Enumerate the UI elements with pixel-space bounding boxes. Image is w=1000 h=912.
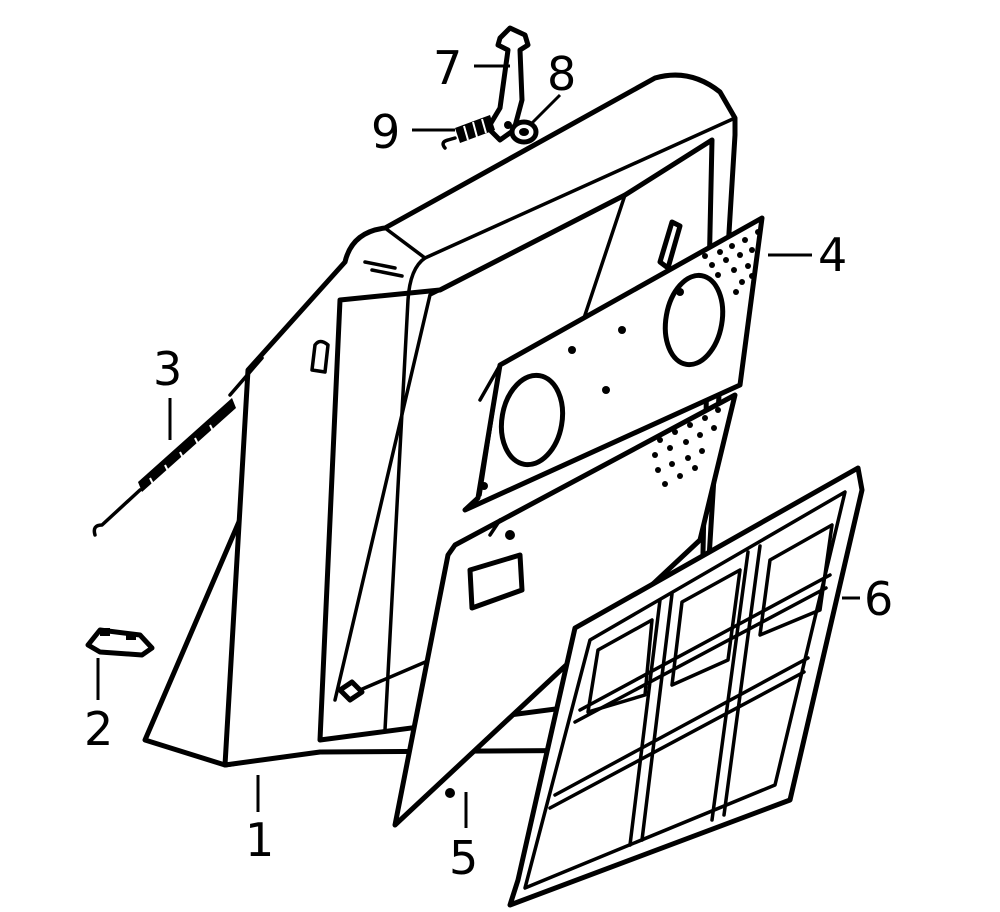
part-2-clip [85,627,155,658]
callout-6: 6 [864,572,893,626]
callout-labels: 1 2 3 4 5 6 7 8 9 [84,41,893,885]
callout-8: 8 [547,47,576,101]
callout-1: 1 [245,813,274,867]
leader-lines [96,64,860,828]
part-3-spring-rod [92,356,264,537]
callout-9: 9 [371,105,400,159]
part-9-spring [441,115,495,150]
callout-2: 2 [84,702,113,756]
callout-5: 5 [449,831,478,885]
callout-3: 3 [153,342,182,396]
part-4-panel [462,215,765,513]
callout-7: 7 [433,41,462,95]
part-5-panel [392,392,738,828]
part-6-grille [507,465,865,908]
part-8-washer [509,119,539,145]
callout-4: 4 [818,228,847,282]
